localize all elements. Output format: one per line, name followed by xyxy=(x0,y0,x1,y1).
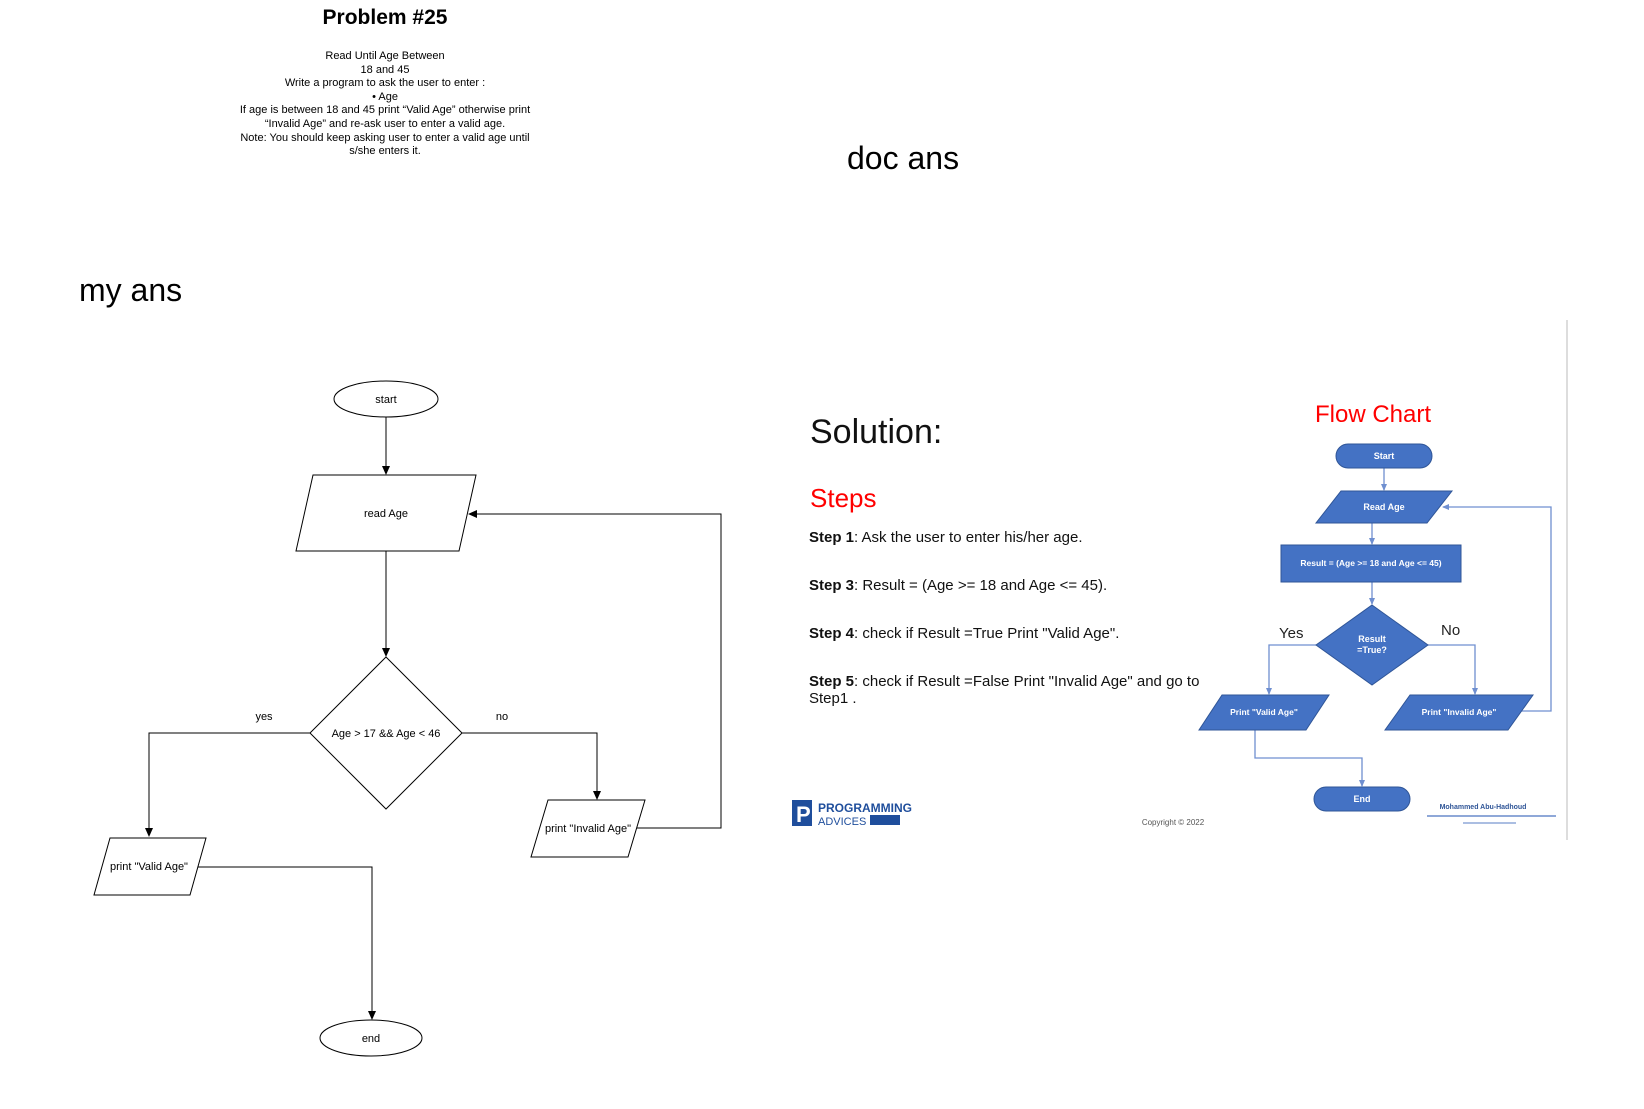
end-terminator xyxy=(319,1019,423,1057)
step-text: : Ask the user to enter his/her age. xyxy=(854,529,1082,546)
fc-yes-label: Yes xyxy=(1279,625,1303,642)
connector xyxy=(145,732,310,837)
fc-read-age-label: Read Age xyxy=(1363,502,1404,512)
doc-ans-label: doc ans xyxy=(847,140,960,176)
fc-process-label: Result = (Age >= 18 and Age <= 45) xyxy=(1300,558,1441,568)
start-label: start xyxy=(375,394,396,406)
print-invalid-label: print "Invalid Age" xyxy=(545,823,631,835)
decision-label: Age > 17 && Age < 46 xyxy=(332,728,441,740)
no-label: no xyxy=(496,711,508,723)
solution-slide: Solution: Steps Step 1: Ask the user to … xyxy=(792,320,1568,840)
fc-process-box xyxy=(1280,544,1462,583)
problem-line: • Age xyxy=(372,90,398,103)
fc-start-terminator xyxy=(1335,443,1433,469)
problem-line: Note: You should keep asking user to ent… xyxy=(240,131,530,144)
step-1: Step 1: Ask the user to enter his/her ag… xyxy=(809,529,1082,546)
fc-connector xyxy=(1266,644,1316,695)
problem-line: 18 and 45 xyxy=(360,63,410,76)
step-label: Step 5 xyxy=(809,673,854,690)
read-age-label: read Age xyxy=(364,508,408,520)
fc-print-invalid-label: Print "Invalid Age" xyxy=(1422,707,1497,717)
problem-line: If age is between 18 and 45 print “Valid… xyxy=(239,104,531,117)
step-label: Step 4 xyxy=(809,625,855,642)
solution-title: Solution: xyxy=(810,413,942,451)
fc-read-age-io xyxy=(1314,490,1454,524)
problem-line: s/she enters it. xyxy=(349,145,421,158)
connector xyxy=(462,732,601,800)
fc-connector xyxy=(1428,644,1478,695)
copyright: Copyright © 2022 xyxy=(1142,818,1205,827)
step-5: Step 5: check if Result =False Print "In… xyxy=(809,673,1199,690)
read-age-io xyxy=(295,474,477,552)
yes-label: yes xyxy=(255,711,273,723)
loop-connector xyxy=(468,510,722,829)
problem-line: “Invalid Age” and re-ask user to enter a… xyxy=(264,117,506,130)
print-valid-label: print "Valid Age" xyxy=(110,861,188,873)
logo-line-2: ADVICES xyxy=(818,816,866,828)
logo-line-1: PROGRAMMING xyxy=(818,801,912,815)
fc-end-terminator xyxy=(1313,786,1411,812)
fc-print-valid-io xyxy=(1198,694,1330,731)
fc-start-label: Start xyxy=(1374,451,1395,461)
programming-advices-logo: P PROGRAMMING ADVICES xyxy=(792,800,912,828)
fc-decision-label-2: =True? xyxy=(1357,645,1387,655)
fc-loop-connector xyxy=(1442,504,1552,712)
fc-print-valid-label: Print "Valid Age" xyxy=(1230,707,1298,717)
step-3: Step 3: Result = (Age >= 18 and Age <= 4… xyxy=(809,577,1107,594)
fc-no-label: No xyxy=(1441,622,1460,639)
flow-chart-title: Flow Chart xyxy=(1315,401,1431,428)
fc-connector xyxy=(1254,730,1365,787)
problem-line: Write a program to ask the user to enter… xyxy=(284,77,486,90)
step-text: : check if Result =False Print "Invalid … xyxy=(854,673,1199,690)
step-label: Step 1 xyxy=(809,529,854,546)
svg-text:P: P xyxy=(796,802,811,827)
step-4: Step 4: check if Result =True Print "Val… xyxy=(809,625,1119,642)
author-name: Mohammed Abu-Hadhoud xyxy=(1440,804,1527,811)
step-text: : check if Result =True Print "Valid Age… xyxy=(854,625,1119,642)
fc-decision-label-1: Result xyxy=(1358,634,1386,644)
print-valid-io xyxy=(93,837,207,896)
step-text: : Result = (Age >= 18 and Age <= 45). xyxy=(854,577,1107,594)
fc-end-label: End xyxy=(1354,794,1371,804)
step-label: Step 3 xyxy=(809,577,854,594)
steps-heading: Steps xyxy=(810,483,877,513)
problem-title: Problem #25 xyxy=(322,6,448,29)
my-ans-label: my ans xyxy=(79,272,183,308)
problem-line: Read Until Age Between xyxy=(325,50,445,62)
decision-diamond xyxy=(309,656,463,810)
connector xyxy=(198,866,376,1020)
my-flowchart: start read Age Age > 17 && Age < 46 yes … xyxy=(93,380,722,1057)
problem-description: Read Until Age Between 18 and 45 Write a… xyxy=(190,50,580,159)
fc-print-invalid-io xyxy=(1384,694,1534,731)
step-5-continued: Step1 . xyxy=(809,690,857,707)
print-invalid-io xyxy=(530,799,646,858)
end-label: end xyxy=(362,1033,380,1045)
fc-decision-diamond xyxy=(1315,604,1429,686)
